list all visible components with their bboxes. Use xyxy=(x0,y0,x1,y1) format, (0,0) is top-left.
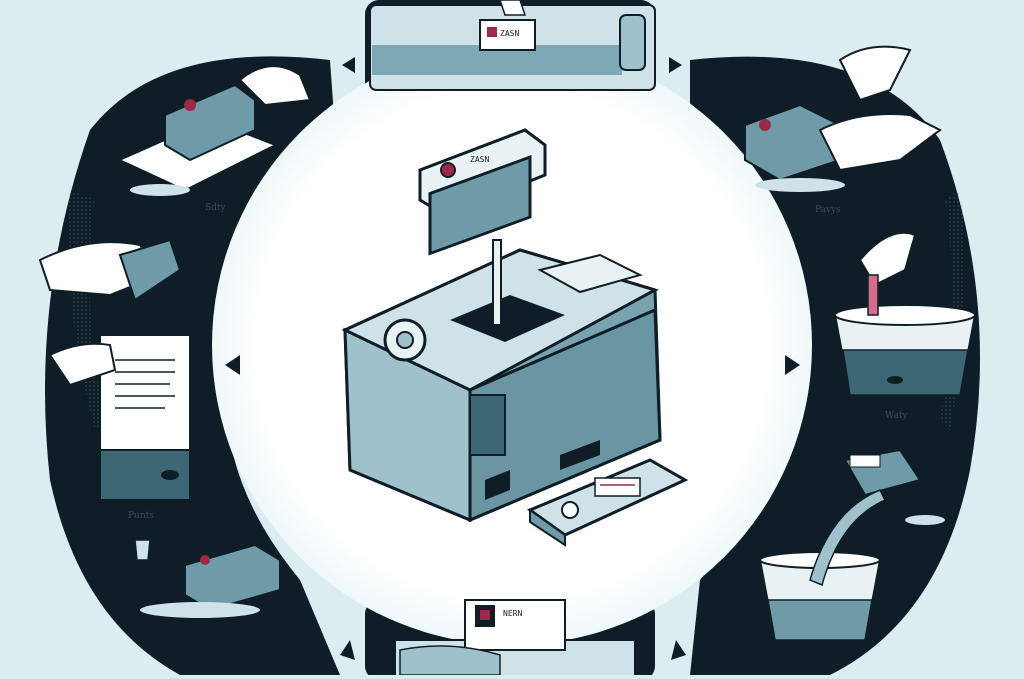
bottom-step-cartridge-tray: NERN xyxy=(394,599,636,679)
arrow-down-left-icon xyxy=(340,640,355,660)
step-hand-cloth-cartridge: Punts xyxy=(38,238,191,521)
arrows xyxy=(225,57,800,660)
caption-top-left: Sdty xyxy=(205,203,227,213)
top-step-printer-carriage: ZASN xyxy=(369,0,656,91)
caption-left: Punts xyxy=(128,511,154,521)
flat-cartridge xyxy=(526,458,689,547)
step-hand-press-cartridge: Sdty xyxy=(118,65,312,213)
top-cartridge-label: ZASN xyxy=(500,29,519,38)
arrow-left-icon xyxy=(225,355,240,375)
center-cartridge-label: ZASN xyxy=(470,155,489,164)
step-hands-wipe-cartridge: Pavys xyxy=(744,45,942,215)
ink-pipe xyxy=(492,239,502,326)
arrow-left-icon xyxy=(342,57,355,73)
center-cartridge: ZASN xyxy=(418,128,547,256)
arrow-right-icon xyxy=(785,355,800,375)
arrow-down-right-icon xyxy=(671,640,686,660)
step-pour-into-bucket xyxy=(758,448,945,641)
caption-top-right: Pavys xyxy=(815,205,841,215)
bottom-cartridge-label: NERN xyxy=(503,609,522,618)
step-cartridge-drying xyxy=(134,539,281,618)
step-dip-in-water: Waty xyxy=(833,231,977,421)
caption-right: Waty xyxy=(885,411,908,421)
arrow-right-icon xyxy=(669,57,682,73)
